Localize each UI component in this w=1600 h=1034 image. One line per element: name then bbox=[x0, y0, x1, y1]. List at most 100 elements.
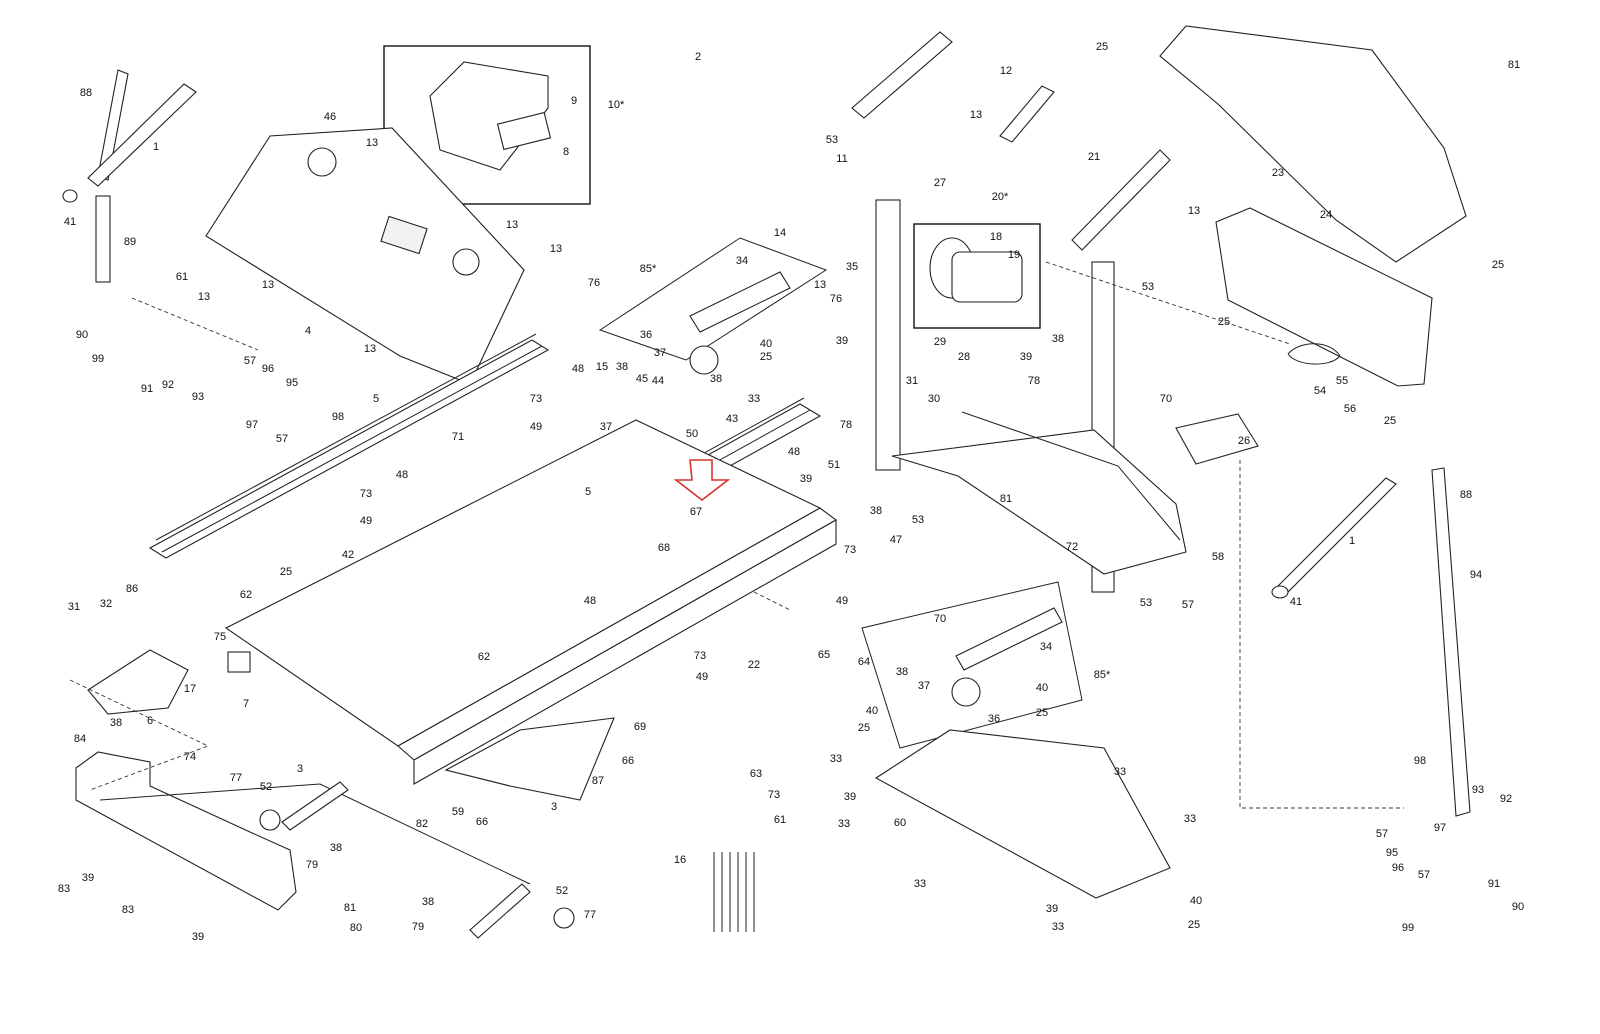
side-rail-5-left bbox=[148, 339, 550, 559]
part-label-62: 62 bbox=[478, 651, 490, 663]
part-label-33: 33 bbox=[1114, 766, 1126, 778]
part-label-93: 93 bbox=[192, 391, 204, 403]
power-cord-54 bbox=[1287, 343, 1341, 365]
part-label-76: 76 bbox=[588, 277, 600, 289]
motor-inset-box bbox=[913, 223, 1041, 329]
part-label-48: 48 bbox=[584, 595, 596, 607]
part-label-87: 87 bbox=[592, 775, 604, 787]
part-label-38: 38 bbox=[896, 666, 908, 678]
part-label-50: 50 bbox=[686, 428, 698, 440]
upright-11 bbox=[875, 199, 901, 471]
part-label-13: 13 bbox=[506, 219, 518, 231]
part-label-40: 40 bbox=[1036, 682, 1048, 694]
drive-belt-12 bbox=[999, 85, 1055, 143]
part-label-99: 99 bbox=[92, 353, 104, 365]
part-label-37: 37 bbox=[654, 347, 666, 359]
part-label-51: 51 bbox=[828, 459, 840, 471]
part-label-25: 25 bbox=[1492, 259, 1504, 271]
part-label-31: 31 bbox=[906, 375, 918, 387]
part-label-7: 7 bbox=[243, 698, 249, 710]
part-label-25: 25 bbox=[1188, 919, 1200, 931]
handrail-1-right bbox=[1275, 477, 1397, 595]
part-label-24: 24 bbox=[1320, 209, 1332, 221]
part-label-61: 61 bbox=[774, 814, 786, 826]
part-label-25: 25 bbox=[760, 351, 772, 363]
frame-82 bbox=[99, 783, 531, 885]
part-label-52: 52 bbox=[556, 885, 568, 897]
guide-line-4 bbox=[69, 679, 210, 791]
part-label-57: 57 bbox=[1418, 869, 1430, 881]
base-frame bbox=[891, 429, 1187, 575]
part-label-36: 36 bbox=[640, 329, 652, 341]
console-display bbox=[380, 215, 428, 255]
part-label-88: 88 bbox=[80, 87, 92, 99]
part-label-10-star: 10* bbox=[608, 99, 625, 111]
part-label-57: 57 bbox=[244, 355, 256, 367]
console-inset-box bbox=[383, 45, 591, 205]
part-label-71: 71 bbox=[452, 431, 464, 443]
part-label-81: 81 bbox=[1508, 59, 1520, 71]
left-handrail-group bbox=[62, 69, 197, 283]
cupholder-right bbox=[452, 248, 480, 276]
console-8-plate bbox=[496, 111, 552, 151]
part-label-79: 79 bbox=[306, 859, 318, 871]
wire-bundle-16 bbox=[713, 852, 755, 932]
part-label-26: 26 bbox=[1238, 435, 1250, 447]
part-label-38: 38 bbox=[422, 896, 434, 908]
part-label-31: 31 bbox=[68, 601, 80, 613]
handrail-1-left bbox=[87, 83, 197, 187]
part-label-39: 39 bbox=[192, 931, 204, 943]
part-label-19: 19 bbox=[1008, 249, 1020, 261]
part-label-53: 53 bbox=[826, 134, 838, 146]
part-label-16: 16 bbox=[674, 854, 686, 866]
part-label-13: 13 bbox=[366, 137, 378, 149]
part-label-38: 38 bbox=[710, 373, 722, 385]
highlight-arrow-marker bbox=[673, 459, 731, 502]
part-label-97: 97 bbox=[246, 419, 258, 431]
part-label-73: 73 bbox=[768, 789, 780, 801]
part-label-73: 73 bbox=[530, 393, 542, 405]
lift-motor-34-bottom bbox=[955, 607, 1063, 671]
part-label-67: 67 bbox=[690, 506, 702, 518]
part-label-91: 91 bbox=[1488, 878, 1500, 890]
part-label-33: 33 bbox=[1052, 921, 1064, 933]
part-label-8: 8 bbox=[563, 146, 569, 158]
part-label-39: 39 bbox=[836, 335, 848, 347]
part-label-70: 70 bbox=[934, 613, 946, 625]
part-label-81: 81 bbox=[1000, 493, 1012, 505]
part-label-40: 40 bbox=[866, 705, 878, 717]
cap-41-right bbox=[1271, 585, 1289, 599]
guide-line-5 bbox=[753, 591, 791, 611]
part-label-66: 66 bbox=[476, 816, 488, 828]
part-label-91: 91 bbox=[141, 383, 153, 395]
part-label-42: 42 bbox=[342, 549, 354, 561]
base-frame-bar bbox=[961, 411, 1181, 541]
part-label-40: 40 bbox=[760, 338, 772, 350]
part-label-55: 55 bbox=[1336, 375, 1348, 387]
part-label-23: 23 bbox=[1272, 167, 1284, 179]
console-shell bbox=[205, 127, 525, 385]
part-label-57: 57 bbox=[1376, 828, 1388, 840]
part-label-47: 47 bbox=[890, 534, 902, 546]
part-label-33: 33 bbox=[830, 753, 842, 765]
upright-89-left bbox=[95, 195, 111, 283]
part-label-37: 37 bbox=[600, 421, 612, 433]
part-label-38: 38 bbox=[330, 842, 342, 854]
part-label-25: 25 bbox=[280, 566, 292, 578]
part-label-41: 41 bbox=[1290, 596, 1302, 608]
part-label-76: 76 bbox=[830, 293, 842, 305]
wheel-37-bottom bbox=[951, 677, 981, 707]
part-label-96: 96 bbox=[1392, 862, 1404, 874]
part-label-59: 59 bbox=[452, 806, 464, 818]
part-label-13: 13 bbox=[262, 279, 274, 291]
controller-6 bbox=[87, 649, 189, 715]
part-label-38: 38 bbox=[110, 717, 122, 729]
part-label-68: 68 bbox=[658, 542, 670, 554]
part-label-57: 57 bbox=[276, 433, 288, 445]
part-label-13: 13 bbox=[550, 243, 562, 255]
part-label-39: 39 bbox=[1020, 351, 1032, 363]
part-label-1: 1 bbox=[1349, 535, 1355, 547]
part-label-2: 2 bbox=[695, 51, 701, 63]
